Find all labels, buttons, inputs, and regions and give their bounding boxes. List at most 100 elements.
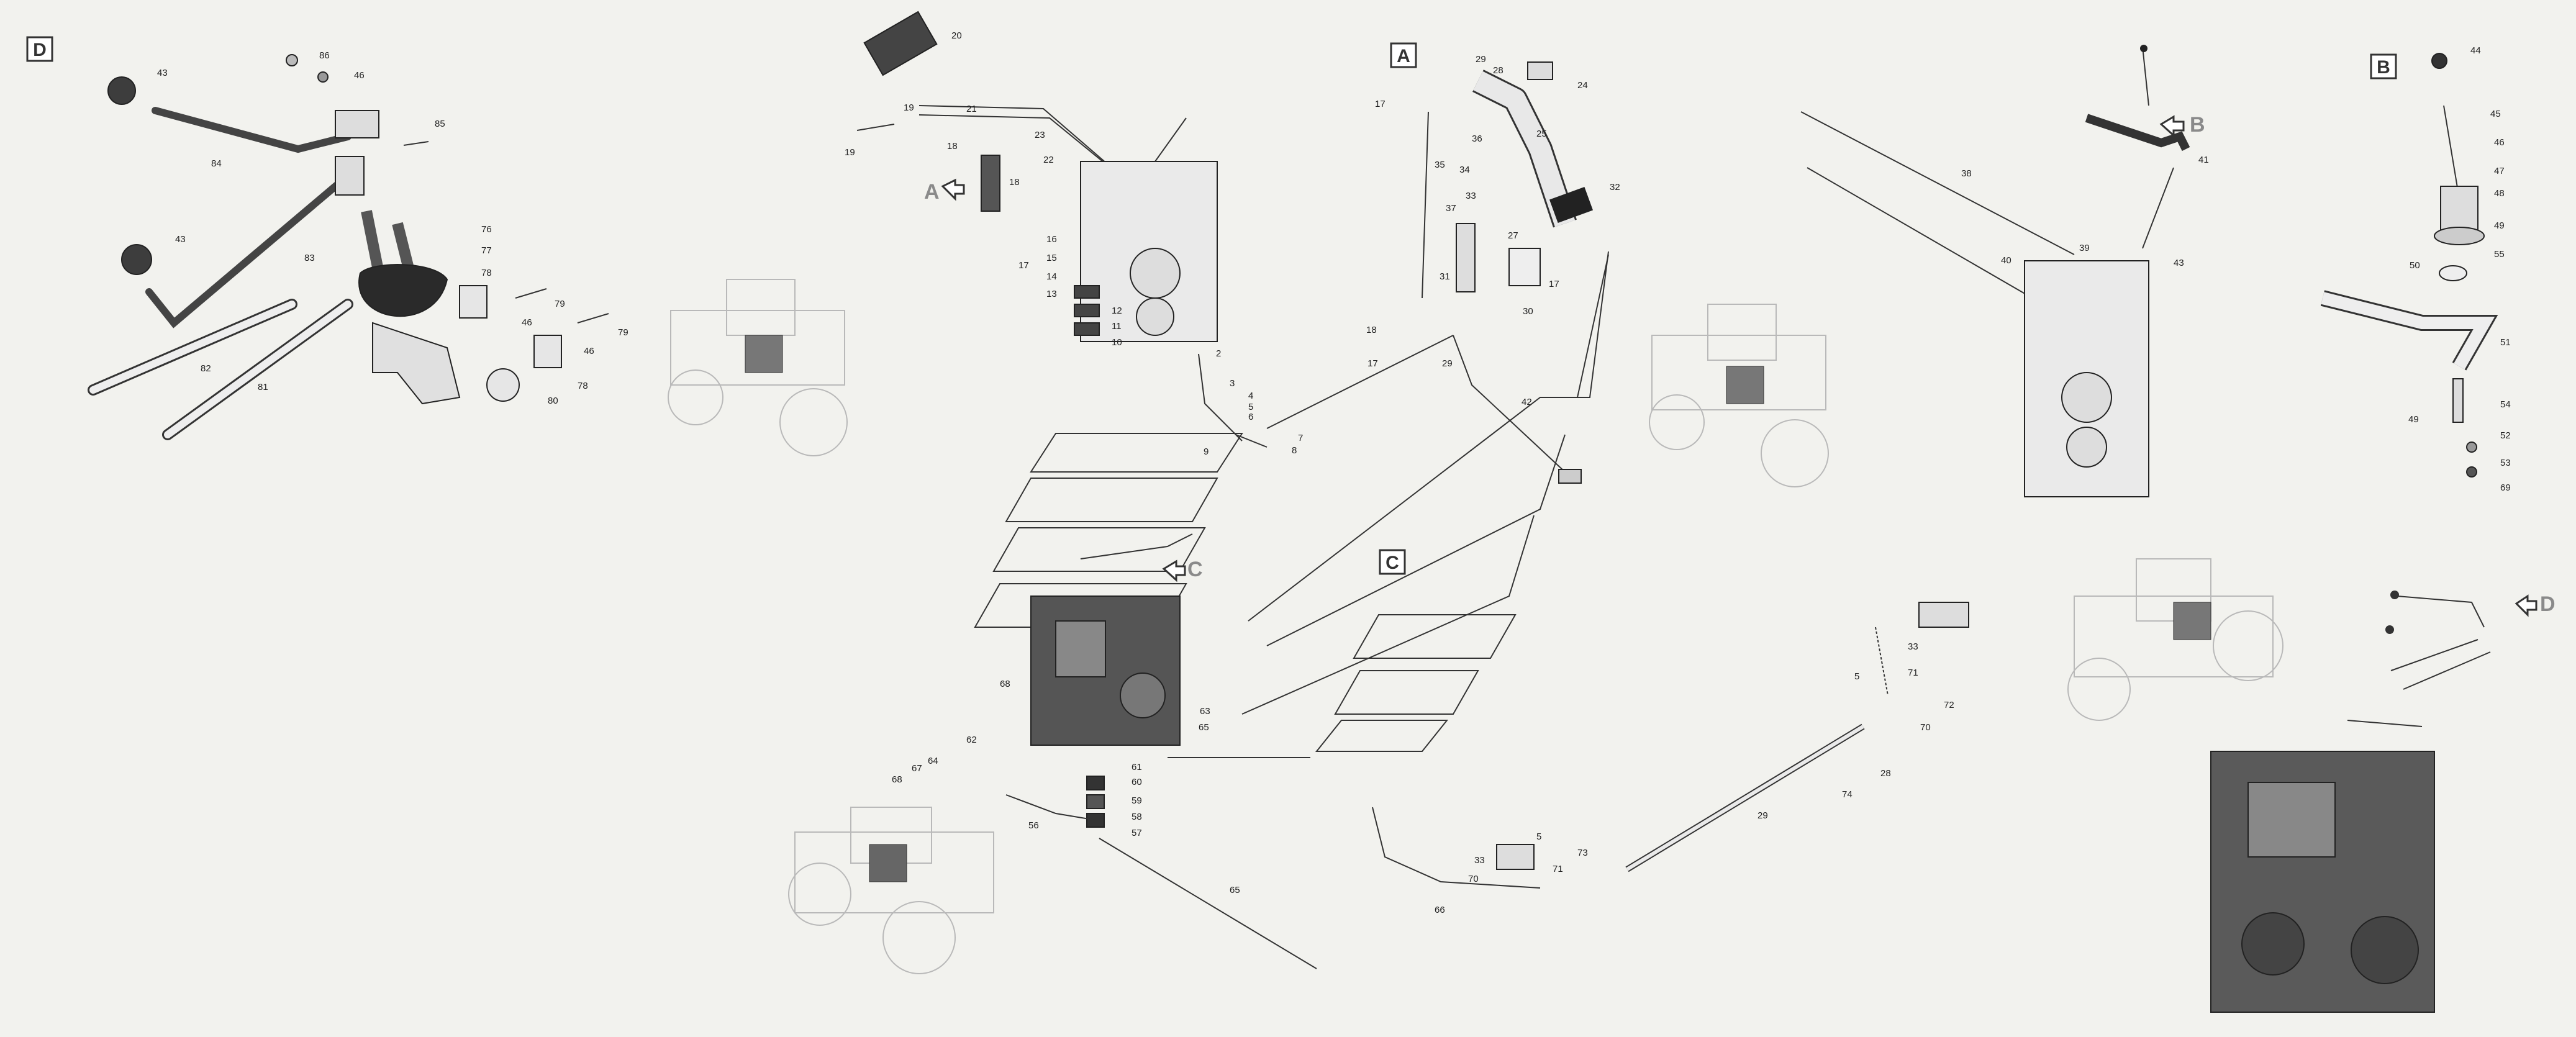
knob-mini [2390, 591, 2399, 599]
spring-75 [1875, 627, 1889, 696]
callout: 70 [1468, 874, 1479, 884]
tractor-outline-1 [668, 279, 848, 456]
callouts-a: 29 28 24 25 17 36 35 34 33 37 32 27 17 3… [1366, 54, 1620, 407]
callout: 37 [1446, 203, 1456, 214]
pointer-c-label: C [1187, 558, 1203, 581]
plate-78b [533, 335, 562, 368]
pointer-a: A [924, 178, 965, 204]
leader-line [1266, 335, 1454, 429]
transmission-port [2241, 912, 2305, 976]
link-rod-37 [1422, 111, 1429, 299]
callouts-center-top: 20 19 21 23 22 18 19 18 17 16 15 14 13 1… [845, 30, 1303, 457]
callout: 25 [1536, 129, 1547, 139]
tractor-outline-4 [788, 807, 994, 974]
callout: 83 [304, 253, 315, 263]
section-c-label: C [1386, 553, 1399, 573]
callout: 49 [2408, 414, 2419, 425]
frame [1334, 670, 1479, 715]
rod-42-upper [1800, 111, 2075, 255]
callout: 62 [966, 735, 977, 745]
tractor-wheel [668, 369, 723, 425]
tractor-highlight [2173, 602, 2211, 640]
tractor-wheel [1761, 419, 1829, 487]
callout: 50 [2410, 260, 2420, 271]
callout: 81 [258, 382, 268, 392]
rod-2 [1198, 353, 1243, 442]
pointer-a-label: A [924, 180, 940, 204]
lever-50-fill [2321, 292, 2495, 369]
hose-19 [856, 124, 895, 131]
callout: 7 [1298, 433, 1303, 443]
section-b-group: B [1800, 45, 2498, 497]
callout: 22 [1043, 155, 1054, 165]
callout: 8 [1292, 445, 1297, 456]
pin-51 [2452, 378, 2464, 423]
callout: 38 [1961, 168, 1972, 179]
rod-42-lower [1807, 167, 2044, 305]
callout: 54 [2500, 399, 2511, 410]
bolt-79b [577, 313, 609, 324]
callout: 59 [1132, 795, 1142, 806]
callout: 29 [1442, 358, 1453, 369]
lever-84 [152, 107, 351, 153]
callout: 65 [1230, 885, 1240, 895]
callout: 61 [1132, 762, 1142, 772]
callouts-b: 38 41 40 39 43 44 45 46 47 48 49 55 50 5… [1961, 45, 2511, 493]
bracket-18 [981, 155, 1000, 212]
callout: 17 [1549, 279, 1559, 289]
callout: 3 [1230, 378, 1235, 389]
callout: 43 [157, 68, 168, 78]
nut-53 [2466, 466, 2477, 478]
knob-43 [107, 76, 136, 105]
callout: 46 [354, 70, 365, 81]
callout: 78 [481, 268, 492, 278]
leader-line [1553, 251, 1609, 398]
callout: 85 [435, 119, 445, 129]
transmission-port [2351, 916, 2419, 984]
callout: 24 [1577, 80, 1588, 91]
tractor-highlight [1726, 366, 1764, 404]
pedal-arm-25-fill [1473, 71, 1576, 227]
callout: 28 [1493, 65, 1503, 76]
callout: 80 [548, 396, 558, 406]
knob-mini [2385, 625, 2394, 634]
section-d-group: D 86 46 43 85 84 [26, 36, 628, 440]
shim-11 [1074, 304, 1100, 317]
section-a-group: A [1266, 42, 1609, 484]
section-a-label: A [1397, 46, 1410, 66]
section-b-box [2370, 53, 2397, 79]
bracket-32 [1456, 223, 1476, 292]
nut-52 [2466, 442, 2477, 453]
callout: 30 [1523, 306, 1533, 317]
callout: 15 [1046, 253, 1057, 263]
callout: 76 [481, 224, 492, 235]
gearbox-b-port [2061, 372, 2112, 423]
callout: 33 [1474, 855, 1485, 866]
callout: 33 [1908, 641, 1918, 652]
callout: 82 [201, 363, 211, 374]
callout: 20 [951, 30, 962, 41]
knob-43-second [121, 244, 152, 275]
pointer-b-label: B [2190, 113, 2205, 137]
callout: 9 [1204, 446, 1209, 457]
shift-lever-b2 [2142, 167, 2174, 249]
callout: 71 [1908, 668, 1918, 678]
callout: 36 [1472, 134, 1482, 144]
section-c-box [1379, 549, 1406, 575]
bolt-79a [515, 288, 547, 299]
callout: 53 [2500, 458, 2511, 468]
gearbox-port [1130, 248, 1181, 299]
shift-lever-b [2142, 46, 2149, 106]
transmission-68-detail [1055, 620, 1106, 677]
bushing-24 [1527, 61, 1553, 80]
bracket-69 [1918, 602, 1969, 628]
callout: 18 [1009, 177, 1020, 188]
pointer-c: C [1162, 558, 1203, 582]
callout: 79 [618, 327, 628, 338]
frame [1353, 614, 1517, 659]
tractor-body [1651, 335, 1826, 410]
callout: 43 [175, 234, 186, 245]
lever-d-mini [2397, 595, 2485, 628]
bottom-right-group [2210, 591, 2491, 1013]
callout: 35 [1435, 160, 1445, 170]
